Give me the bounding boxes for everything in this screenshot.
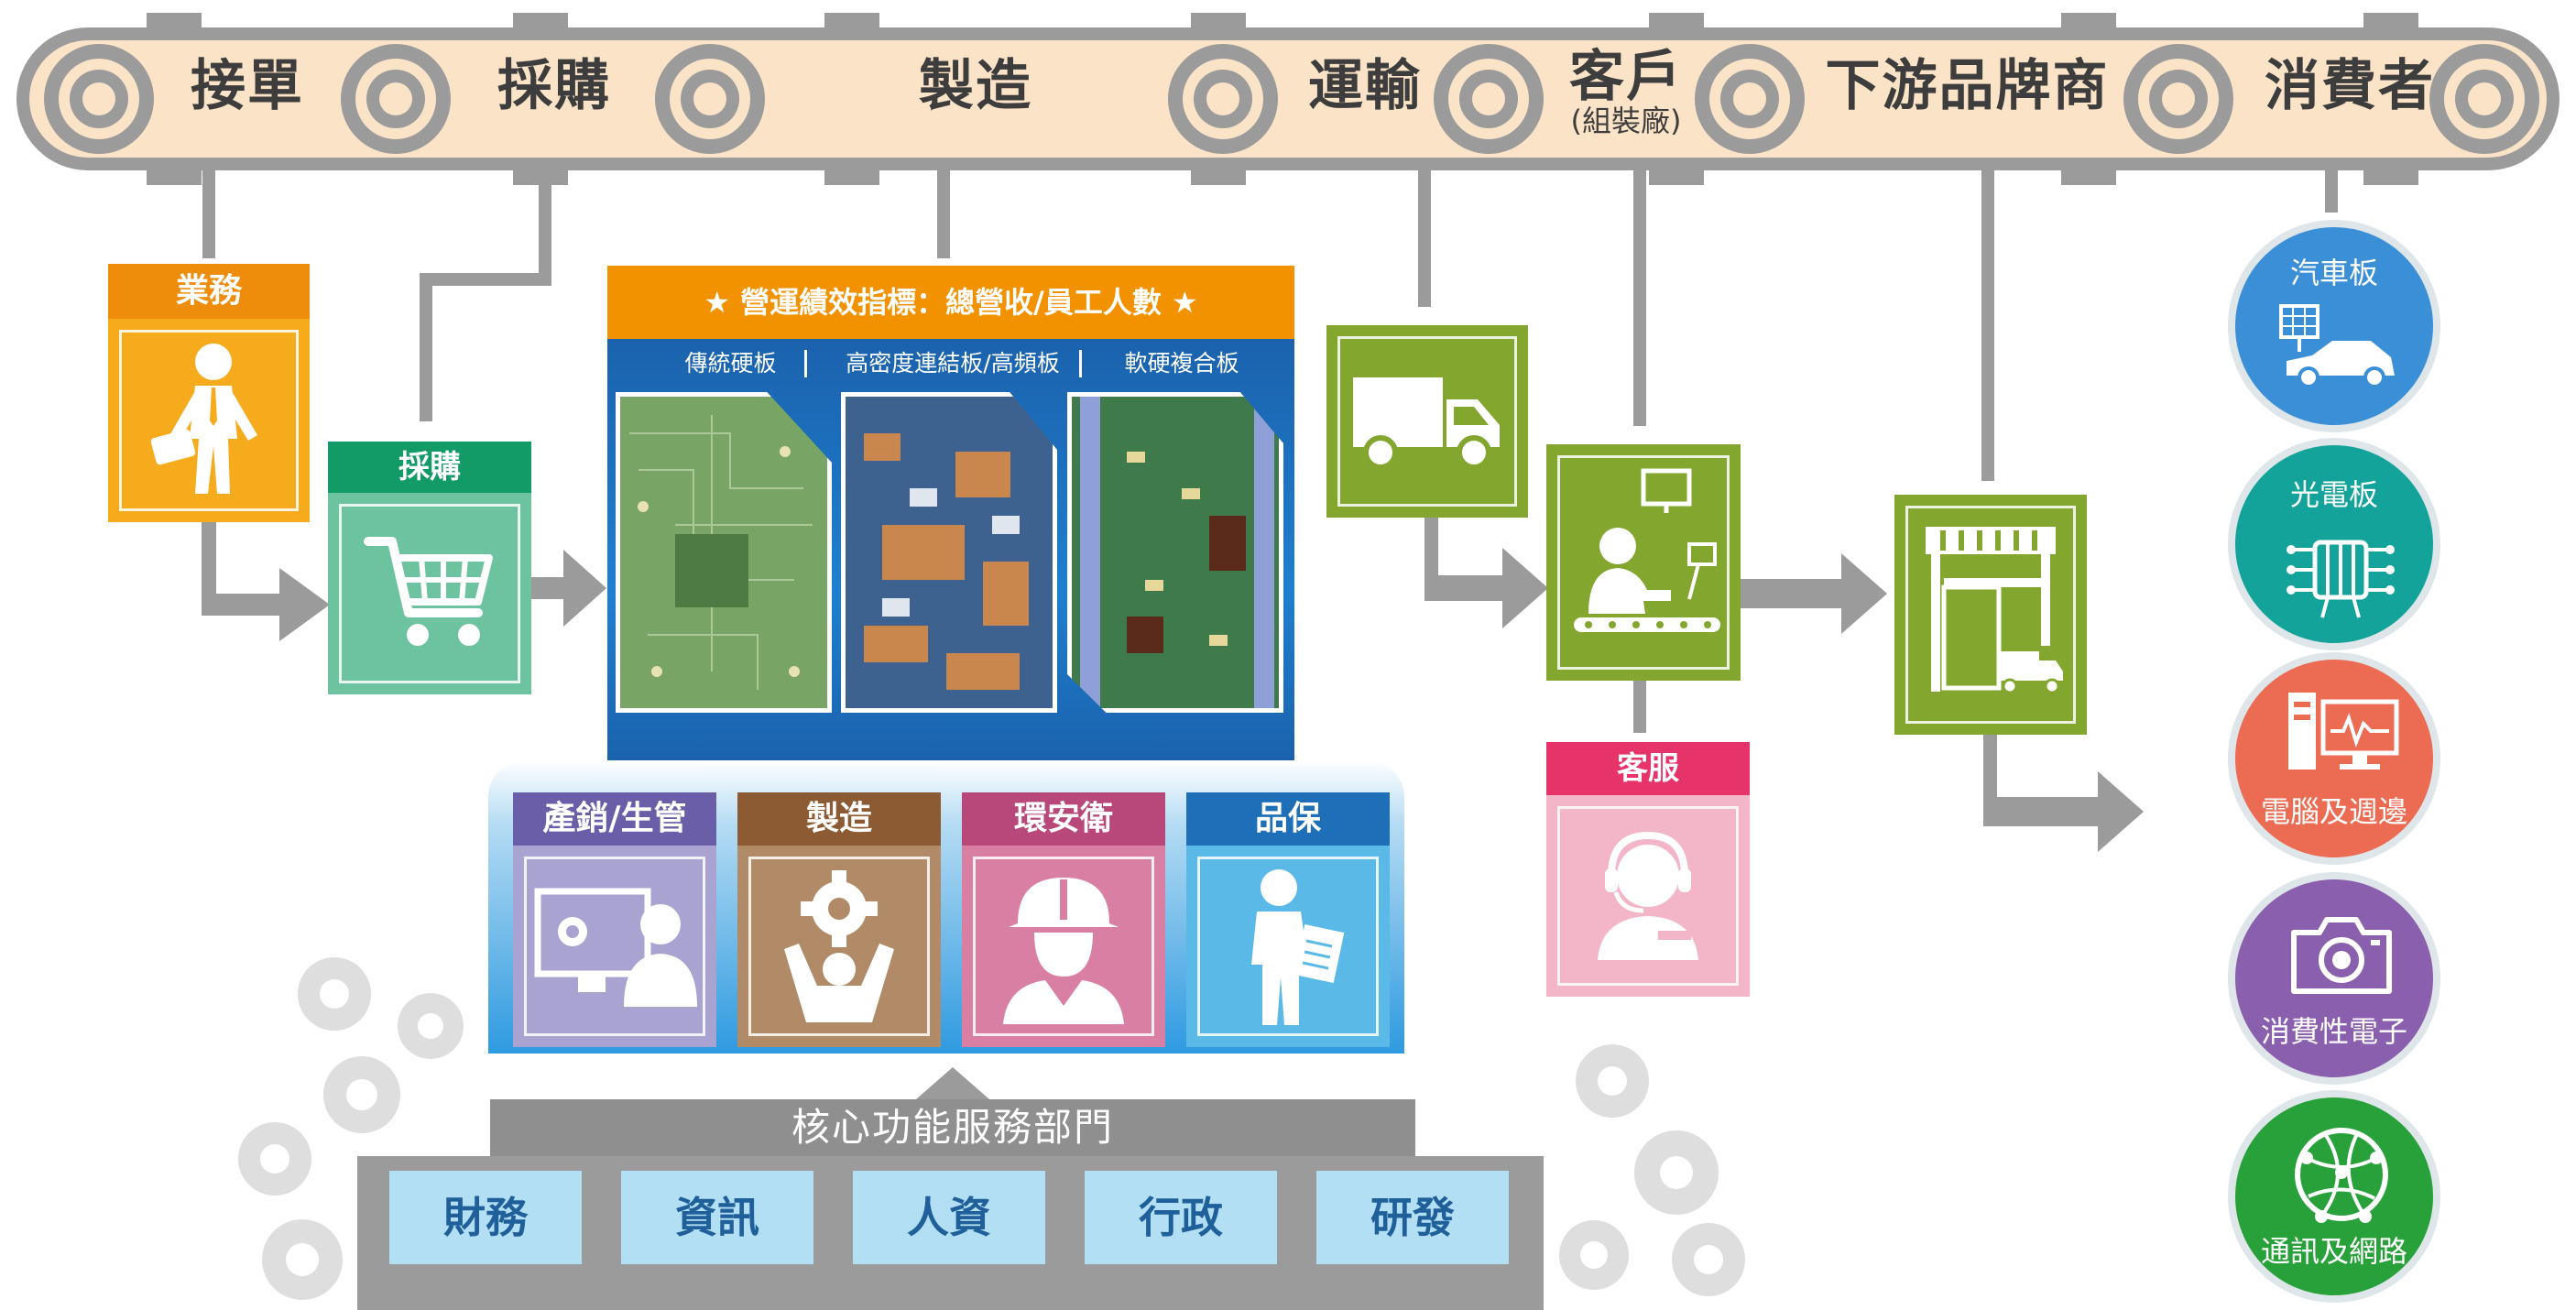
stage-manufacturing: 製造 [919, 54, 1032, 118]
wheel-icon [1695, 44, 1805, 154]
inspector-clipboard-icon [1251, 869, 1345, 1025]
app-automotive: 汽車板 [2228, 220, 2440, 432]
dept-admin: 行政 [1085, 1171, 1277, 1264]
decorative-gears [238, 957, 1745, 1300]
customer-service-title: 客服 [1546, 742, 1750, 795]
stage-order: 接單 [191, 54, 304, 118]
hard-hat-worker-icon [1003, 878, 1124, 1024]
board-type-label: 軟硬複合板 [1124, 350, 1239, 377]
app-communication-network-label: 通訊及網路 [2260, 1234, 2407, 1269]
dept-rnd: 研發 [1316, 1171, 1509, 1264]
stage-purchasing: 採購 [497, 54, 611, 118]
stage-downstream-brand: 下游品牌商 [1825, 54, 2110, 118]
dept-hr: 人資 [853, 1171, 1045, 1264]
manufacturing-title: 製造 [737, 792, 941, 846]
wheel-icon [1168, 44, 1278, 154]
divider [804, 350, 807, 377]
rigid-board-image [616, 392, 832, 713]
storefront-icon [1926, 527, 2063, 694]
transport-card [1326, 325, 1528, 518]
ehs-card: 環安衛 [962, 792, 1165, 1047]
app-optoelectronic: 光電板 [2228, 438, 2440, 650]
board-type-label: 傳統硬板 [684, 350, 777, 377]
stage-transport: 運輸 [1308, 54, 1422, 118]
conveyor-wheels [44, 44, 2539, 154]
app-computer-peripherals-label: 電腦及週邊 [2260, 794, 2407, 829]
dept-finance: 財務 [389, 1171, 582, 1264]
hdi-board-image [841, 392, 1057, 713]
app-consumer-electronics-label: 消費性電子 [2260, 1014, 2407, 1049]
stage-consumer: 消費者 [2265, 54, 2435, 118]
car-icon [2279, 304, 2395, 388]
wheel-icon [2429, 44, 2539, 154]
core-services-title: 核心功能服務部門 [791, 1105, 1114, 1150]
flow-arrows [202, 518, 2144, 852]
manufacturing-card: 製造 [737, 792, 941, 1047]
production-control-title: 產銷/生管 [513, 792, 716, 846]
conveyor-belt [16, 13, 2560, 185]
shopping-cart-icon [364, 537, 493, 646]
sales-card: 業務 [108, 264, 310, 522]
stage-customer-sub: (組裝廠) [1570, 104, 1682, 138]
desktop-computer-icon [2288, 693, 2399, 770]
wheel-icon [655, 44, 765, 154]
assembly-line-worker-icon [1574, 468, 1720, 632]
app-optoelectronic-label: 光電板 [2289, 477, 2378, 512]
customer-assembly-card [1546, 444, 1741, 681]
circuit-chip-icon [2287, 540, 2395, 618]
kpi-header: ★ 營運績效指標：總營收/員工人數 ★ [607, 266, 1294, 339]
board-type-label: 高密度連結板/高頻板 [846, 350, 1060, 377]
app-computer-peripherals: 電腦及週邊 [2228, 652, 2440, 865]
globe-network-icon [2295, 1128, 2388, 1223]
wheel-icon [341, 44, 451, 154]
sales-title: 業務 [108, 264, 310, 319]
divider [1079, 350, 1082, 377]
quality-assurance-title: 品保 [1186, 792, 1390, 846]
wheel-icon [2123, 44, 2233, 154]
camera-icon [2291, 917, 2392, 994]
purchasing-card: 採購 [328, 442, 531, 694]
headset-agent-icon [1598, 831, 1698, 960]
app-consumer-electronics: 消費性電子 [2228, 872, 2440, 1085]
dept-it: 資訊 [621, 1171, 813, 1264]
wheel-icon [1434, 44, 1544, 154]
businessman-icon [150, 344, 257, 494]
app-automotive-label: 汽車板 [2289, 256, 2378, 290]
brand-store-card [1894, 495, 2087, 735]
computer-operator-icon [534, 888, 697, 1007]
wheel-icon [44, 44, 154, 154]
purchasing-title: 採購 [328, 442, 531, 493]
connector-lines [202, 170, 2338, 733]
customer-service-card: 客服 [1546, 742, 1750, 997]
ehs-title: 環安衛 [962, 792, 1165, 846]
production-control-card: 產銷/生管 [513, 792, 716, 1047]
truck-icon [1353, 377, 1500, 470]
quality-assurance-card: 品保 [1186, 792, 1390, 1047]
stage-customer: 客戶 [1569, 45, 1683, 109]
rigid-flex-board-image [1067, 392, 1283, 713]
app-communication-network: 通訊及網路 [2228, 1090, 2440, 1303]
gear-worker-icon [784, 870, 894, 1022]
